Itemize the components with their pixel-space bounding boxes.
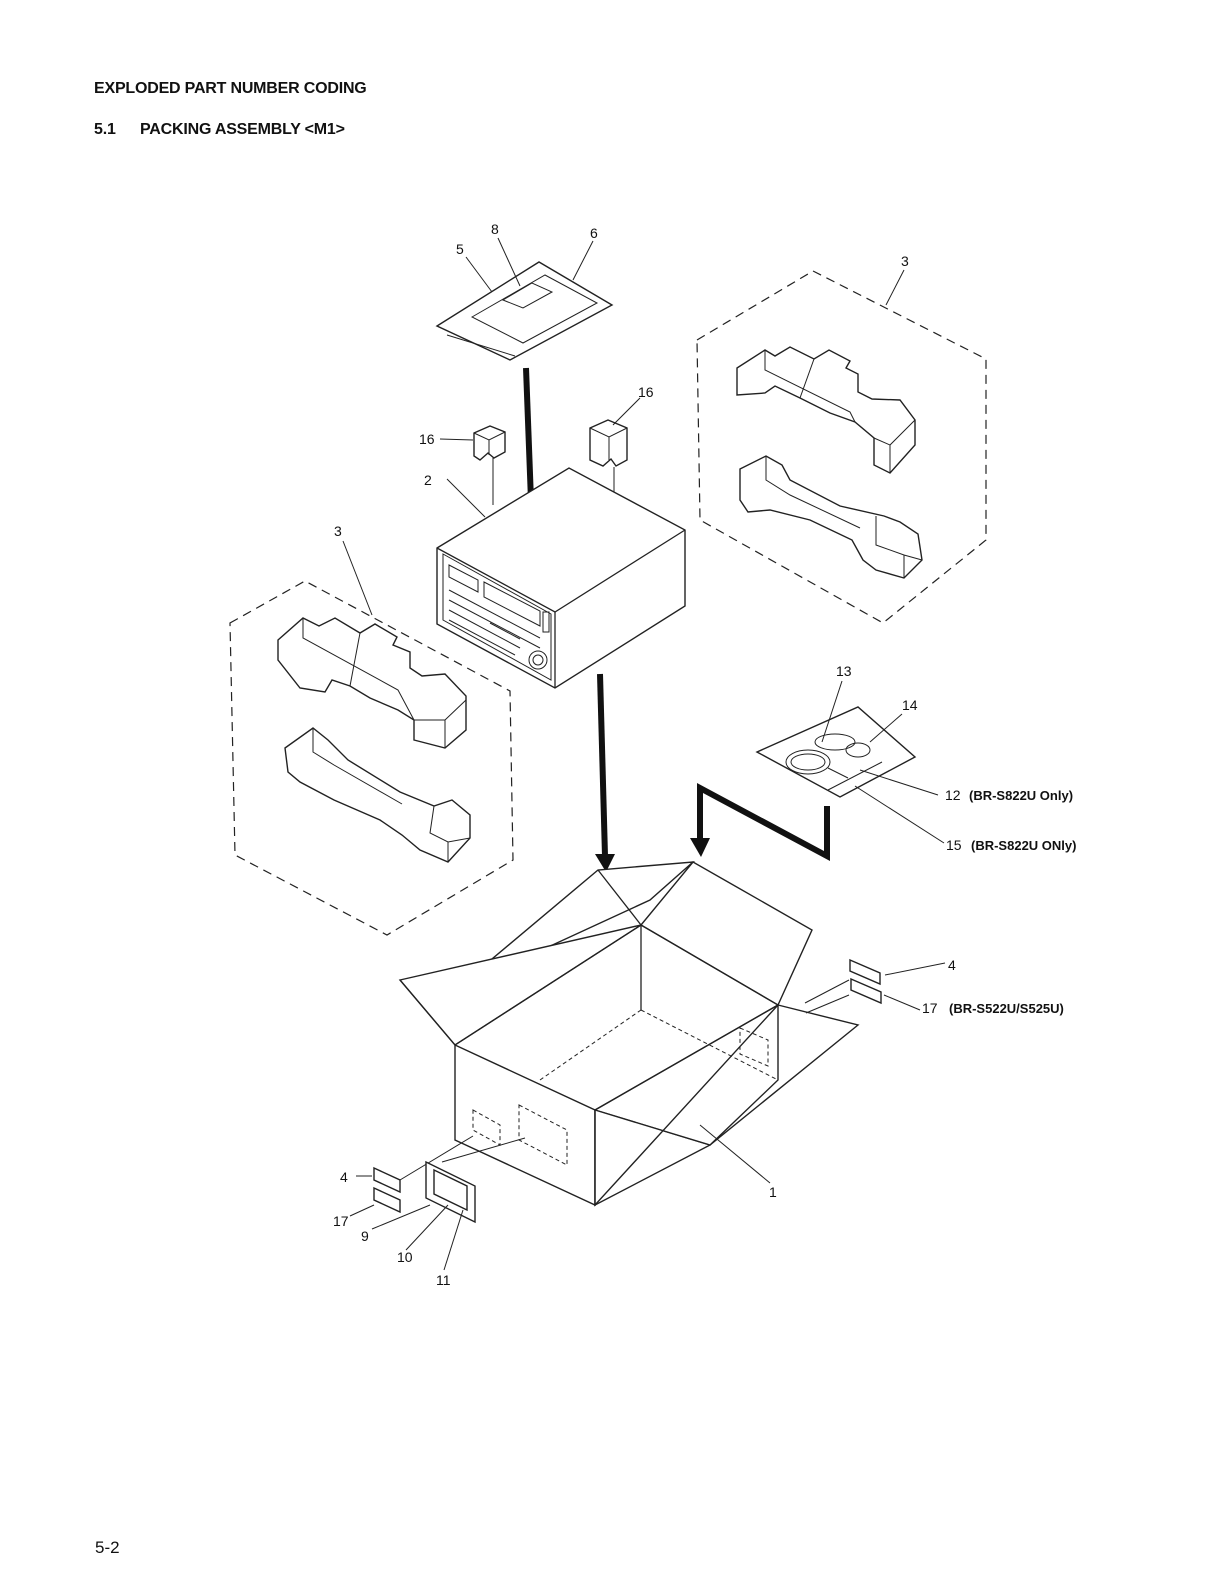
callout-14: 14 bbox=[902, 697, 918, 713]
callout-4-left: 4 bbox=[340, 1169, 348, 1185]
callout-3-left: 3 bbox=[334, 523, 342, 539]
note-15-model: (BR-S822U ONly) bbox=[971, 838, 1076, 853]
callout-6: 6 bbox=[590, 225, 598, 241]
callout-17-right: 17 bbox=[922, 1000, 938, 1016]
page-number: 5-2 bbox=[95, 1538, 120, 1558]
note-12-model: (BR-S822U Only) bbox=[969, 788, 1073, 803]
main-unit bbox=[437, 468, 685, 688]
foam-cushion-left-lower bbox=[285, 728, 470, 862]
carton-box bbox=[400, 862, 858, 1205]
foam-cushion-right-upper bbox=[737, 347, 915, 473]
callout-16-left: 16 bbox=[419, 431, 435, 447]
instruction-manual-bag bbox=[437, 262, 612, 360]
callout-10: 10 bbox=[397, 1249, 413, 1265]
callout-2: 2 bbox=[424, 472, 432, 488]
corner-pad-right bbox=[590, 420, 627, 466]
foam-cushion-left-upper bbox=[278, 618, 466, 748]
cable-set bbox=[757, 707, 915, 797]
note-17-model: (BR-S522U/S525U) bbox=[949, 1001, 1064, 1016]
callout-12: 12 bbox=[945, 787, 961, 803]
callout-4-right: 4 bbox=[948, 957, 956, 973]
model-notes: (BR-S822U Only) (BR-S822U ONly) (BR-S522… bbox=[949, 788, 1076, 1016]
callout-17-left: 17 bbox=[333, 1213, 349, 1229]
callout-16-right: 16 bbox=[638, 384, 654, 400]
corner-pad-left bbox=[474, 426, 505, 460]
callout-1: 1 bbox=[769, 1184, 777, 1200]
callout-11: 11 bbox=[436, 1272, 451, 1288]
cushion-set-right-outline bbox=[697, 271, 986, 623]
callout-15: 15 bbox=[946, 837, 962, 853]
label-right bbox=[805, 960, 881, 1013]
callout-5: 5 bbox=[456, 241, 464, 257]
callout-13: 13 bbox=[836, 663, 852, 679]
callout-3-right: 3 bbox=[901, 253, 909, 269]
callout-8: 8 bbox=[491, 221, 499, 237]
foam-cushion-right-lower bbox=[740, 456, 922, 578]
callout-9: 9 bbox=[361, 1228, 369, 1244]
